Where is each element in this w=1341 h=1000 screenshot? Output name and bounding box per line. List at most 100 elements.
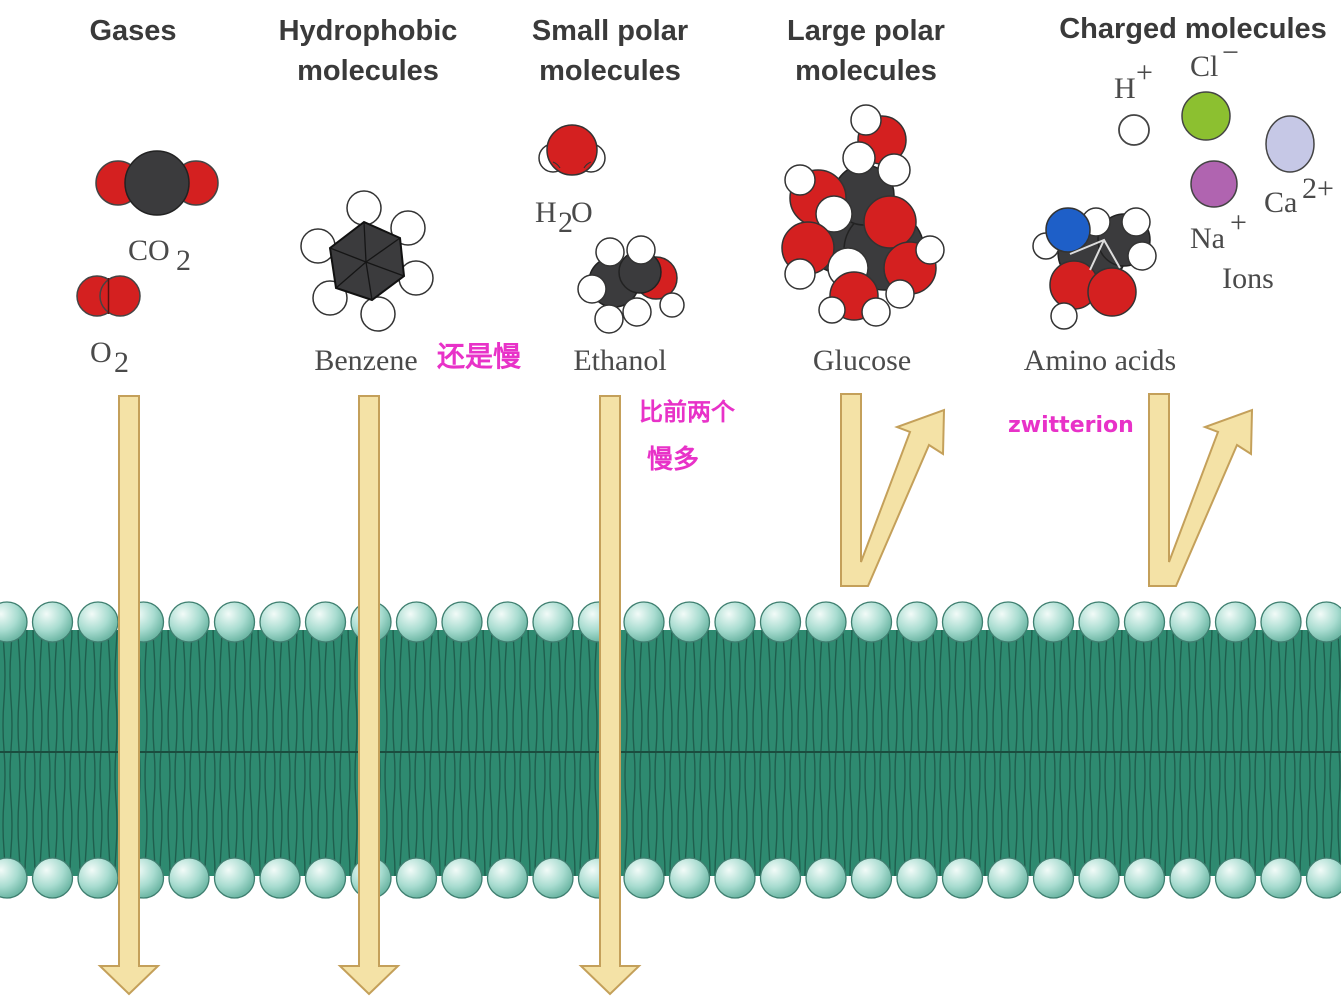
lipid-head	[805, 857, 847, 899]
h-ion-sup: +	[1136, 56, 1153, 89]
lipid-head	[395, 857, 438, 899]
bilayer-tails-lower	[0, 752, 1341, 876]
benzene-annotation: 还是慢	[437, 340, 522, 373]
lipid-head	[668, 601, 711, 643]
lipid-head	[0, 601, 28, 643]
lipid-head	[1305, 601, 1341, 643]
lipid-head	[532, 857, 574, 899]
lipid-head	[1123, 857, 1166, 899]
lipid-head	[213, 857, 256, 899]
lipid-head	[168, 601, 210, 643]
o2-subscript: 2	[114, 346, 129, 379]
amino-acid-molecule	[1032, 207, 1157, 330]
lipid-head	[1032, 601, 1075, 643]
lipid-heads-inner-leaflet	[0, 857, 1341, 899]
lipid-head	[168, 857, 210, 899]
amino-acids-label: Amino acids	[1024, 344, 1176, 377]
ca-ion-sup: 2+	[1302, 172, 1334, 205]
lipid-head	[304, 857, 347, 899]
lipid-head	[896, 857, 938, 899]
lipid-head	[1214, 601, 1257, 643]
lipid-head	[213, 601, 256, 643]
lipid-bilayer	[0, 601, 1341, 899]
lipid-head	[486, 857, 529, 899]
lipid-head	[668, 857, 711, 899]
ethanol-annotation-line2: 慢多	[647, 445, 699, 475]
o2-molecule	[76, 275, 141, 317]
ions-label: Ions	[1222, 262, 1274, 295]
lipid-head	[1078, 601, 1120, 643]
benzene-molecule	[300, 190, 434, 332]
lipid-head	[441, 857, 483, 899]
lipid-head	[623, 601, 665, 643]
lipid-head	[486, 601, 529, 643]
ethanol-label: Ethanol	[573, 344, 666, 377]
permeation-arrows	[97, 393, 1254, 996]
bilayer-tails-upper	[0, 630, 1341, 752]
lipid-head	[941, 857, 984, 899]
header-charged: Charged molecules	[1059, 13, 1327, 45]
amino-acids-reflected-arrow	[1148, 393, 1254, 587]
lipid-head	[759, 601, 802, 643]
glucose-reflected-arrow	[840, 393, 946, 587]
lipid-head	[0, 857, 28, 899]
lipid-head	[1169, 857, 1211, 899]
ca-ion-label: Ca	[1264, 186, 1297, 219]
co2-molecule	[95, 150, 219, 216]
na-ion-label: Na	[1190, 222, 1225, 255]
glucose-label: Glucose	[813, 344, 911, 377]
lipid-head	[1305, 857, 1341, 899]
column-headers: Gases Hydrophobic molecules Small polar …	[89, 13, 1326, 87]
zwitterion-annotation: zwitterion	[1008, 413, 1134, 438]
lipid-head	[1214, 857, 1257, 899]
lipid-head	[714, 857, 756, 899]
lipid-head	[395, 601, 438, 643]
h-ion-label: H	[1114, 72, 1136, 105]
co2-label: CO	[128, 234, 170, 267]
ca-ion	[1265, 115, 1315, 173]
h2o-label-sub: 2	[558, 206, 573, 239]
lipid-head	[1260, 857, 1302, 899]
cl-ion	[1181, 91, 1231, 141]
lipid-head	[441, 601, 483, 643]
h-ion	[1118, 114, 1150, 146]
benzene-label: Benzene	[314, 344, 417, 377]
header-hydrophobic: Hydrophobic	[279, 15, 458, 47]
lipid-head	[77, 857, 119, 899]
na-ion-sup: +	[1230, 206, 1247, 239]
lipid-head	[304, 601, 347, 643]
cl-ion-label: Cl	[1190, 50, 1218, 83]
header-gases: Gases	[89, 15, 176, 47]
ethanol-molecule	[577, 235, 685, 334]
lipid-head	[805, 601, 847, 643]
h2o-label-h: H	[535, 196, 557, 229]
lipid-head	[1260, 601, 1302, 643]
gases-through-arrow	[97, 395, 161, 996]
lipid-head	[850, 857, 893, 899]
lipid-head	[1078, 857, 1120, 899]
lipid-head	[1123, 601, 1166, 643]
header-large-polar-line2: molecules	[795, 55, 937, 87]
lipid-head	[850, 601, 893, 643]
na-ion	[1190, 160, 1238, 208]
lipid-head	[987, 857, 1029, 899]
lipid-head	[1032, 857, 1075, 899]
header-hydrophobic-line2: molecules	[297, 55, 439, 87]
lipid-head	[31, 857, 74, 899]
lipid-head	[259, 857, 301, 899]
lipid-head	[941, 601, 984, 643]
lipid-head	[77, 601, 119, 643]
lipid-head	[623, 857, 665, 899]
ethanol-through-arrow	[578, 395, 642, 996]
lipid-head	[759, 857, 802, 899]
lipid-head	[896, 601, 938, 643]
o2-label: O	[90, 336, 112, 369]
lipid-head	[532, 601, 574, 643]
lipid-head	[1169, 601, 1211, 643]
cl-ion-sup: −	[1222, 36, 1239, 69]
header-small-polar: Small polar	[532, 15, 688, 47]
co2-subscript: 2	[176, 244, 191, 277]
header-large-polar: Large polar	[787, 15, 945, 47]
header-small-polar-line2: molecules	[539, 55, 681, 87]
